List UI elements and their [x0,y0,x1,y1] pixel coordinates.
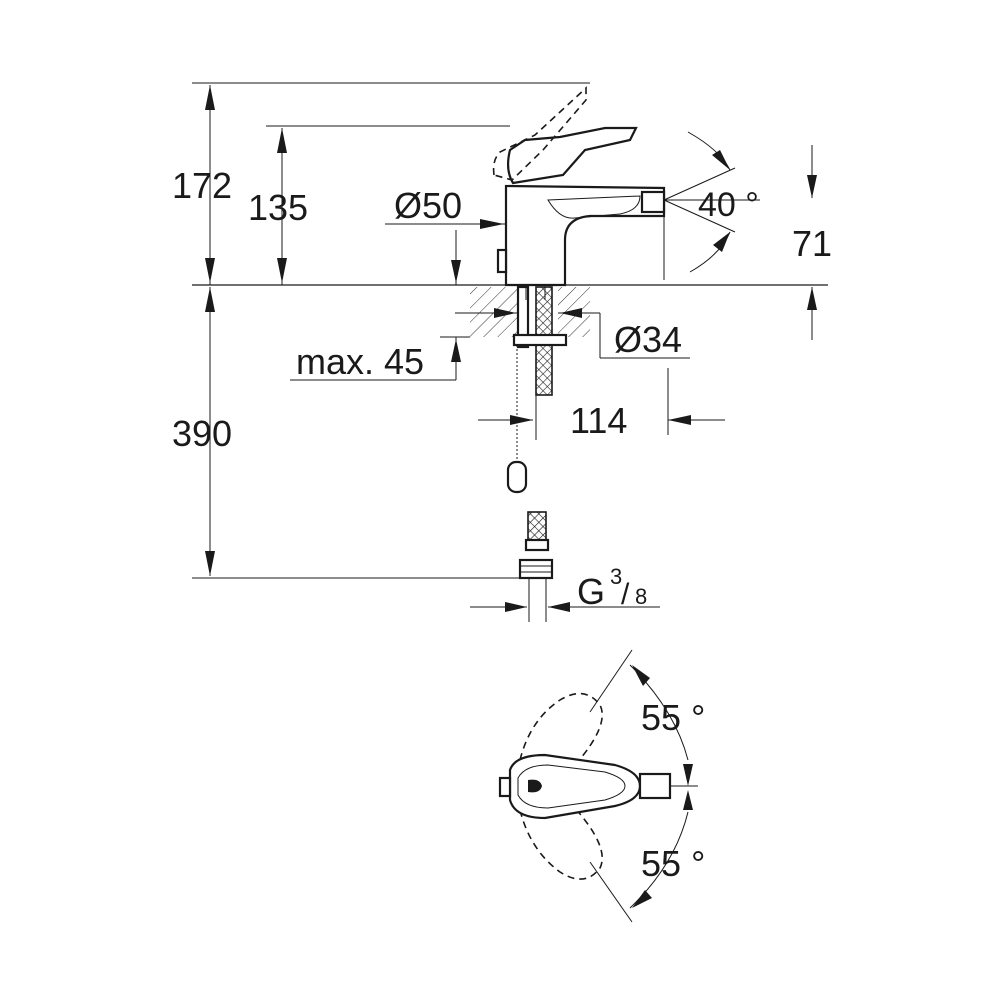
spout-detail [547,195,641,219]
label-max-deck: max. 45 [296,341,424,382]
label-spout-height: 135 [248,187,308,228]
label-projection: 114 [570,400,627,441]
label-connection-g: G [577,571,605,612]
label-handle-angle-lower: 55 ° [641,843,705,884]
label-handle-angle-upper: 55 ° [641,697,705,738]
lever-handle-raised [492,86,587,181]
label-body-diameter: Ø50 [394,185,462,226]
label-connection-den: 8 [635,584,647,609]
faucet-side-view [192,82,828,340]
label-outlet-height: 71 [792,223,832,264]
lever-handle [506,126,638,185]
popup-knob [496,248,508,274]
label-hole-diameter: Ø34 [614,319,682,360]
aerator [640,190,666,214]
label-spout-angle: 40 ° [698,186,759,224]
deck-section [290,285,725,494]
faucet-body [504,184,666,287]
hose-nut [518,558,554,580]
label-total-height: 172 [172,165,232,206]
label-connection-num: 3 [610,564,622,589]
dimension-labels: 172 135 Ø50 40 ° 71 Ø34 max. 45 114 390 … [172,165,832,884]
label-hose-length: 390 [172,413,232,454]
handle-rotated-down [518,807,604,880]
faucet-top-view [498,649,698,923]
supply-hose [192,287,660,622]
mounting-stud [516,285,530,349]
popup-weight [506,460,528,494]
top-aerator [638,772,672,800]
label-connection-slash: / [621,578,630,611]
handle-rotated-up [518,692,604,766]
